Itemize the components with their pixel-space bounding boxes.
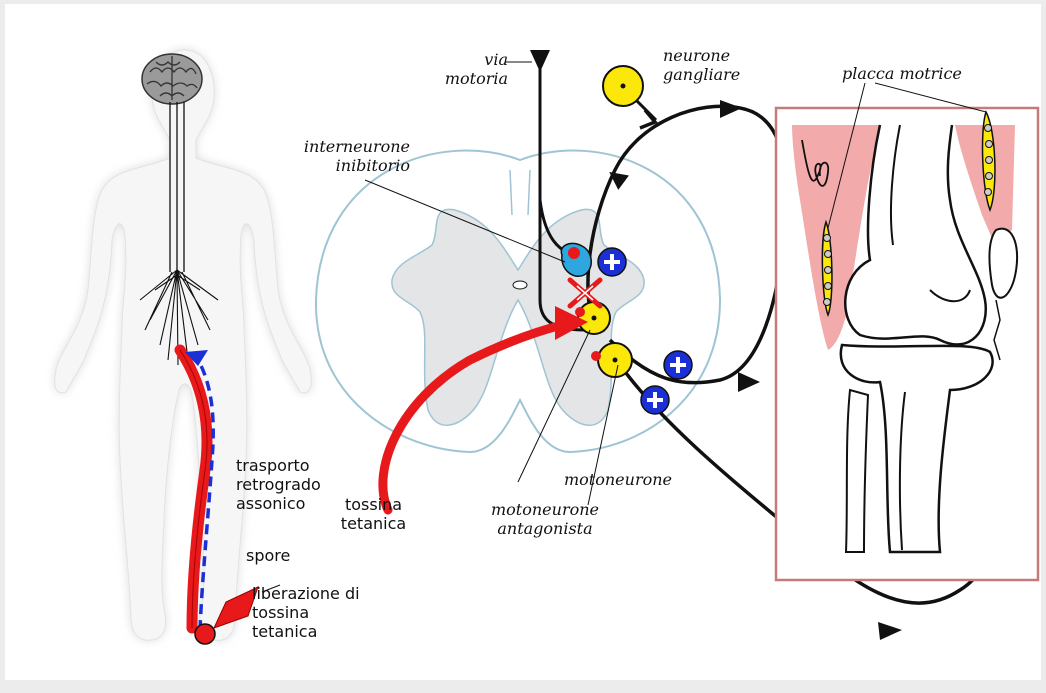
- central-canal: [513, 281, 527, 289]
- plus-badge-icon: [641, 386, 669, 414]
- knee-panel: [776, 108, 1038, 580]
- label-placca-motrice: placca motrice: [842, 64, 962, 83]
- brain-icon: [142, 54, 202, 104]
- label-spore: spore: [246, 546, 290, 565]
- label-neurone-gangliare: neurone gangliare: [663, 46, 740, 84]
- spore-dot: [195, 624, 215, 644]
- label-tossina-tetanica: tossina tetanica: [326, 495, 421, 533]
- label-liberazione-tossina: liberazione di tossina tetanica: [252, 584, 360, 641]
- fibula-bone: [846, 390, 868, 552]
- plus-badge-icon: [664, 351, 692, 379]
- label-trasporto-retrogrado: trasporto retrogrado assonico: [236, 456, 321, 513]
- plus-badge-icon: [598, 248, 626, 276]
- label-motoneurone: motoneurone: [564, 470, 672, 489]
- label-motoneurone-antagonista: motoneurone antagonista: [470, 500, 620, 538]
- label-via-motoria: via motoria: [428, 50, 508, 88]
- label-interneurone-inibitorio: interneurone inibitorio: [270, 137, 410, 175]
